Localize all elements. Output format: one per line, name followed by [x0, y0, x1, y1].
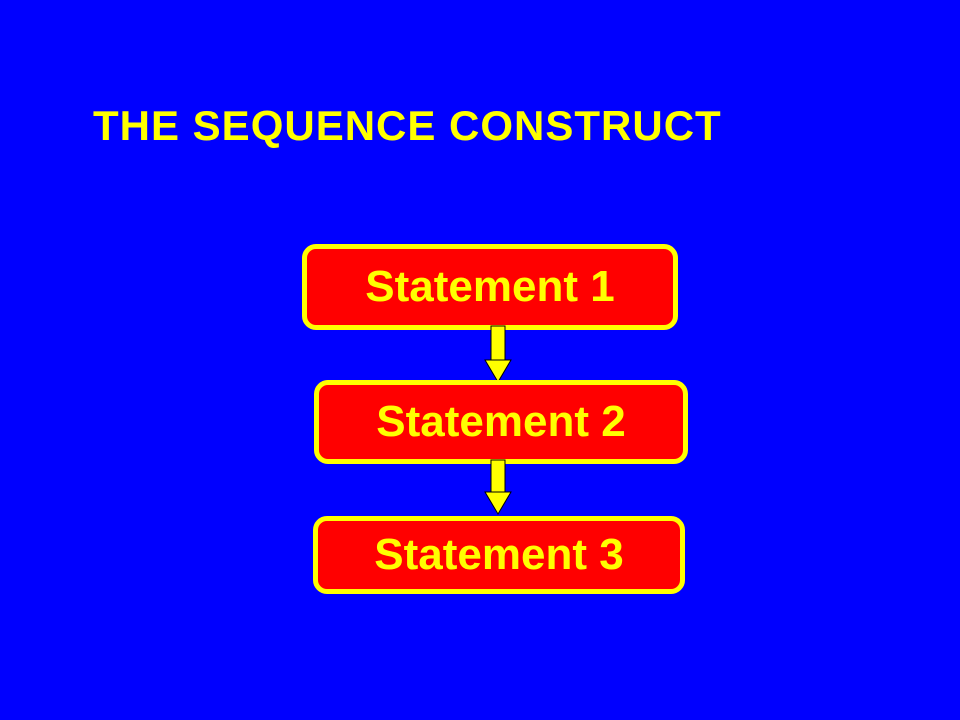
statement-2-box: Statement 2 — [314, 380, 688, 464]
statement-3-box: Statement 3 — [313, 516, 685, 594]
statement-1-box: Statement 1 — [302, 244, 678, 330]
slide-title: THE SEQUENCE CONSTRUCT — [93, 102, 722, 149]
down-arrow-icon — [484, 459, 512, 515]
down-arrow-icon — [484, 325, 512, 383]
statement-2-label: Statement 2 — [376, 397, 626, 446]
statement-1-label: Statement 1 — [365, 262, 615, 311]
statement-3-label: Statement 3 — [374, 530, 624, 579]
